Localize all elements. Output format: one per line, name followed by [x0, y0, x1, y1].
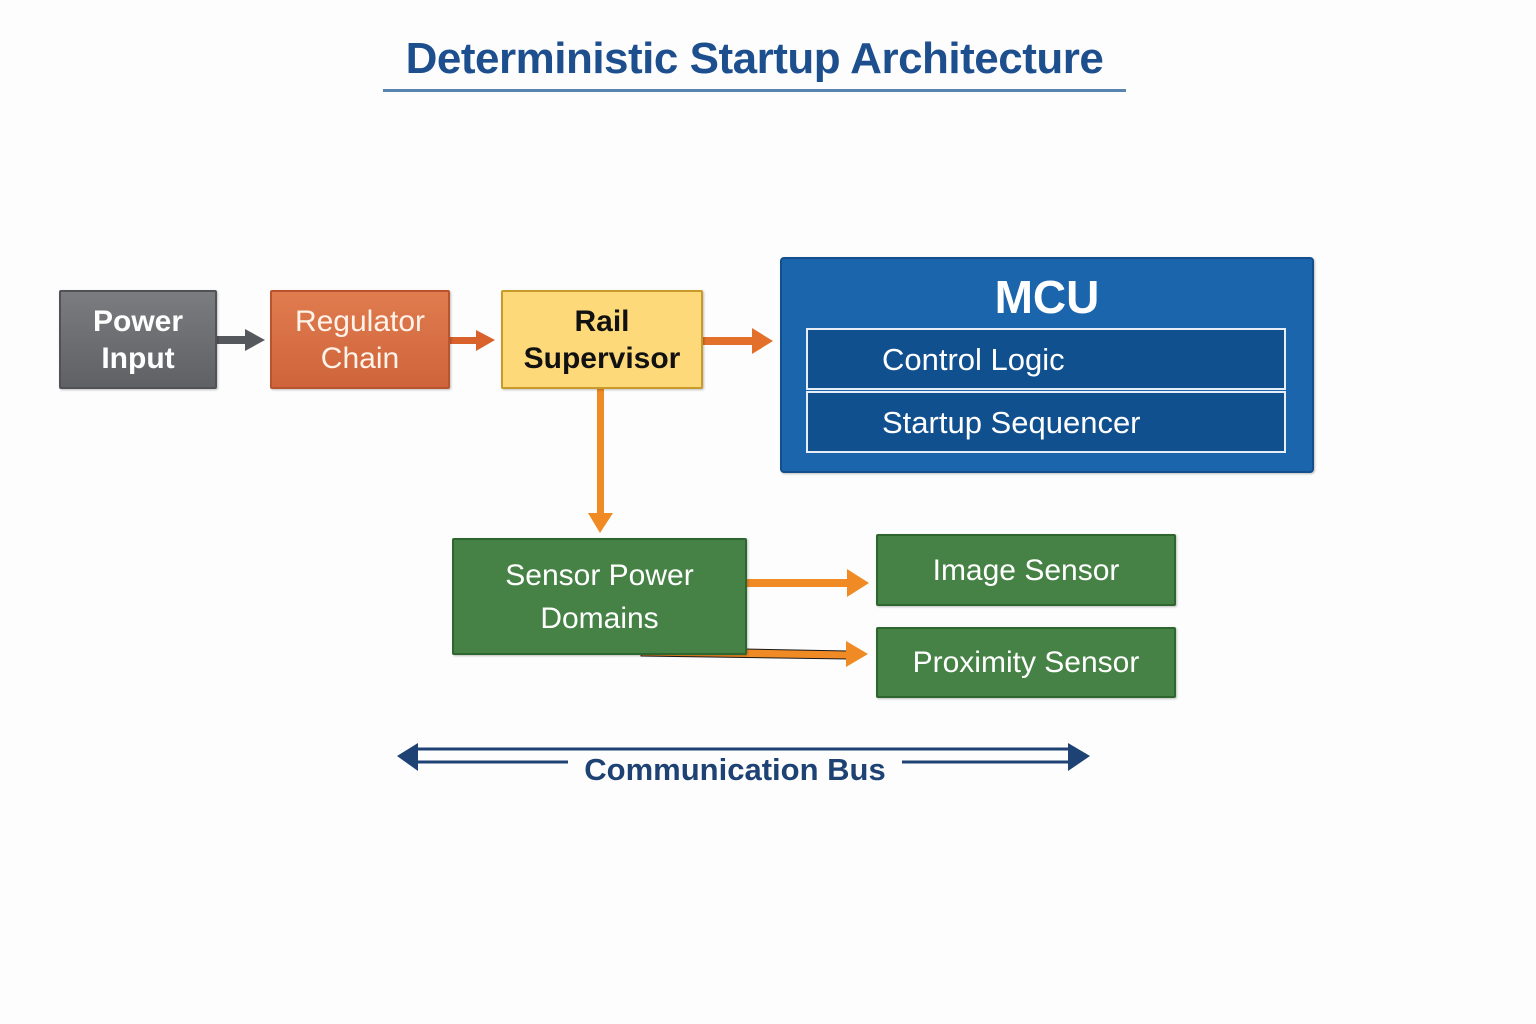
- regulator-chain-block: Regulator Chain: [270, 290, 450, 389]
- communication-bus-arrow: [397, 743, 1090, 771]
- arrow-supervisor-to-sensor-domains: [588, 389, 613, 533]
- image-sensor-label: Image Sensor: [932, 553, 1120, 587]
- rail-supervisor-block: Rail Supervisor: [501, 290, 703, 389]
- rail-supervisor-label: Rail Supervisor: [523, 304, 681, 375]
- proximity-sensor-label: Proximity Sensor: [912, 646, 1140, 679]
- power-input-label: Power Input: [92, 304, 184, 375]
- arrow-regulator-to-supervisor: [450, 330, 495, 351]
- communication-bus-label: Communication Bus: [584, 752, 886, 787]
- regulator-chain-label: Regulator Chain: [294, 304, 426, 375]
- proximity-sensor-block: Proximity Sensor: [876, 627, 1176, 698]
- arrow-supervisor-to-mcu: [703, 328, 773, 354]
- control-logic-label: Control Logic: [882, 341, 1065, 377]
- sensor-power-domains-label: Sensor Power Domains: [505, 558, 694, 635]
- diagram-title: Deterministic Startup Architecture: [405, 34, 1104, 83]
- arrow-sensor-domains-to-image-sensor: [747, 569, 869, 597]
- bus-right-arrowhead: [1068, 743, 1090, 771]
- mcu-label: MCU: [994, 271, 1100, 323]
- bus-left-arrowhead: [397, 743, 418, 771]
- startup-sequencer-label: Startup Sequencer: [882, 404, 1141, 440]
- control-logic-block: Control Logic: [806, 328, 1286, 390]
- power-input-block: Power Input: [59, 290, 217, 389]
- arrow-power-to-regulator: [217, 329, 265, 351]
- title-underline: [383, 89, 1126, 92]
- sensor-power-domains-block: Sensor Power Domains: [452, 538, 747, 655]
- startup-sequencer-block: Startup Sequencer: [806, 391, 1286, 453]
- image-sensor-block: Image Sensor: [876, 534, 1176, 606]
- mcu-block: MCU Control Logic Startup Sequencer: [780, 257, 1314, 473]
